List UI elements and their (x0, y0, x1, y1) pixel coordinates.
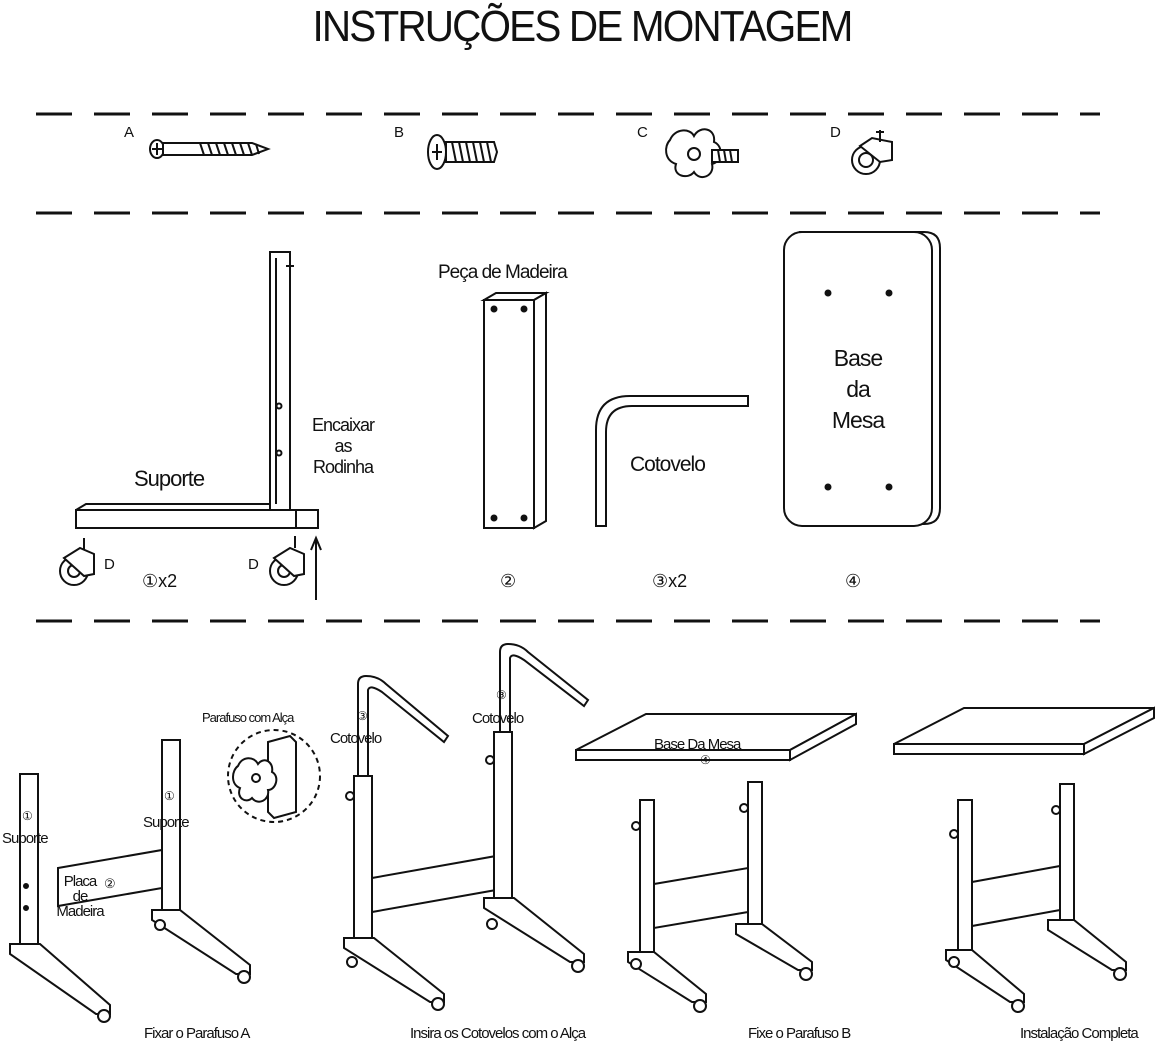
step2-num-three-left: ③ (357, 709, 368, 723)
step2-right-frame (483, 642, 590, 973)
elbow-tube (595, 395, 749, 527)
wood-piece (480, 291, 550, 530)
step1-wood-line: de (72, 888, 89, 905)
support-quantity: ①x2 (142, 571, 178, 591)
step4-complete-table (893, 706, 1155, 1013)
page-title: INSTRUÇÕES DE MONTAGEM (312, 2, 853, 51)
table-top-label-line: da (846, 376, 871, 402)
step1-wood-line: Placa (63, 873, 98, 890)
knob-screw-icon (665, 128, 739, 179)
caster-wheel-icon (59, 538, 95, 586)
step2-num-three-right: ③ (496, 688, 507, 702)
step1-right-support (151, 739, 251, 984)
step2-left-frame (343, 674, 497, 1011)
step2-elbow-right: Cotovelo (472, 710, 524, 727)
short-screw-icon (427, 134, 499, 170)
hardware-letter-d: D (830, 124, 841, 141)
elbow-label: Cotovelo (630, 453, 706, 476)
wheel-note: Encaixar as Rodinha (300, 415, 386, 478)
table-top-label-line: Mesa (831, 407, 885, 433)
hardware-letter-c: C (637, 124, 648, 141)
step1-wood-plate (57, 848, 163, 908)
separator-lines (36, 112, 1100, 623)
knob-detail-icon (227, 729, 321, 823)
step1-num-one-right: ① (164, 789, 175, 803)
step3-num-four: ④ (700, 753, 711, 767)
wheel-note-line: Encaixar (311, 415, 375, 435)
elbow-quantity: ③x2 (652, 571, 688, 591)
step3-assembled-table (575, 712, 857, 1013)
wheel-letter-left: D (104, 556, 115, 573)
wheel-note-line: as (334, 436, 352, 456)
wheel-letter-right: D (248, 556, 259, 573)
table-top-label-line: Base (833, 345, 883, 371)
wood-quantity: ② (500, 571, 517, 591)
step1-caption: Fixar o Parafuso A (144, 1025, 250, 1042)
caster-wheel-icon (269, 536, 305, 586)
step3-caption: Fixe o Parafuso B (748, 1025, 851, 1042)
step1-support-right: Suporte (143, 814, 190, 831)
arrow-up-icon (310, 535, 322, 600)
caster-wheel-icon (851, 130, 893, 175)
step3-top-label: Base Da Mesa (654, 736, 741, 753)
support-label: Suporte (134, 466, 205, 491)
hardware-letter-a: A (124, 124, 135, 141)
step2-caption: Insira os Cotovelos com o Alça (410, 1025, 586, 1042)
support-frame (75, 251, 319, 529)
step1-num-two: ② (104, 876, 116, 891)
handle-screw-label: Parafuso com Alça (202, 710, 294, 725)
table-top (783, 231, 941, 527)
step1-wood-label: Placa de Madeira (48, 874, 112, 919)
step1-left-support (9, 773, 111, 1023)
table-top-quantity: ④ (845, 571, 862, 591)
step1-wood-line: Madeira (56, 903, 104, 920)
hardware-letter-b: B (394, 124, 405, 141)
step1-num-one: ① (22, 809, 33, 823)
long-screw-icon (149, 139, 271, 159)
step2-elbow-left: Cotovelo (330, 730, 382, 747)
table-top-label: Base da Mesa (812, 343, 904, 436)
step4-caption: Instalação Completa (1020, 1025, 1139, 1042)
wheel-note-line: Rodinha (312, 457, 374, 477)
wood-label: Peça de Madeira (438, 262, 568, 283)
step1-support-left: Suporte (2, 830, 49, 847)
